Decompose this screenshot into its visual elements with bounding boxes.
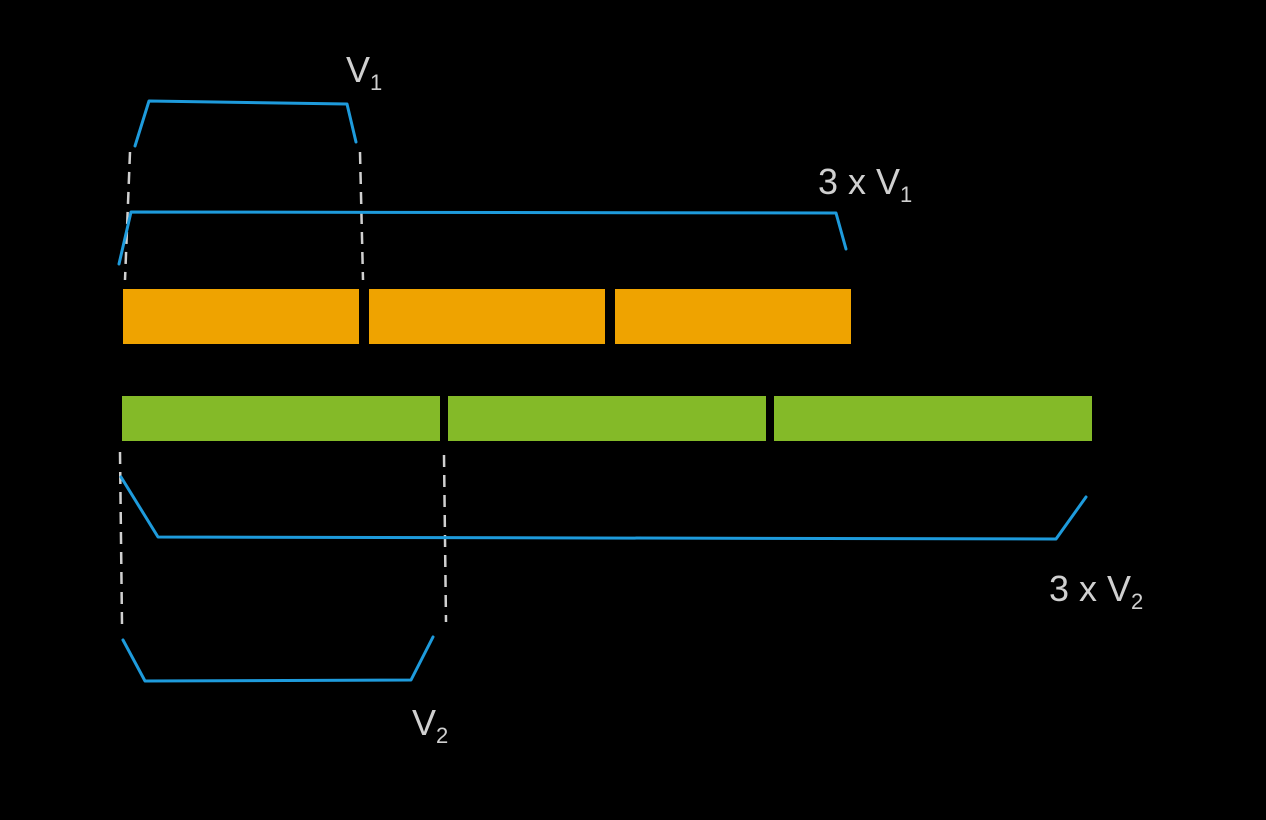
three-v2-brace <box>119 475 1088 541</box>
dashed-guides <box>118 151 448 626</box>
green-segment-1 <box>122 396 440 441</box>
v1-label: V1 <box>346 49 382 95</box>
v2-label-sub: 2 <box>436 723 448 748</box>
three-v1-label-main: 3 x V <box>818 161 900 202</box>
v2-label-main: V <box>412 702 436 743</box>
v1-label-main: V <box>346 49 370 90</box>
three-v1-brace <box>117 210 848 266</box>
v1-brace <box>133 99 358 148</box>
orange-segment-2 <box>369 289 605 344</box>
green-bar <box>122 396 1092 441</box>
three-v2-label: 3 x V2 <box>1049 568 1143 614</box>
orange-segment-3 <box>615 289 851 344</box>
v1-left-guide <box>123 151 132 281</box>
v2-brace <box>121 635 435 683</box>
braces <box>117 99 1088 683</box>
v2-label: V2 <box>412 702 448 748</box>
orange-segment-1 <box>123 289 359 344</box>
three-v2-label-sub: 2 <box>1131 589 1143 614</box>
green-segment-3 <box>774 396 1092 441</box>
v2-left-guide <box>118 451 124 626</box>
v1-label-sub: 1 <box>370 70 382 95</box>
three-v1-label-sub: 1 <box>900 182 912 207</box>
v1-right-guide <box>358 151 365 281</box>
green-segment-2 <box>448 396 766 441</box>
orange-bar <box>123 289 851 344</box>
three-v2-label-main: 3 x V <box>1049 568 1131 609</box>
three-v1-label: 3 x V1 <box>818 161 912 207</box>
